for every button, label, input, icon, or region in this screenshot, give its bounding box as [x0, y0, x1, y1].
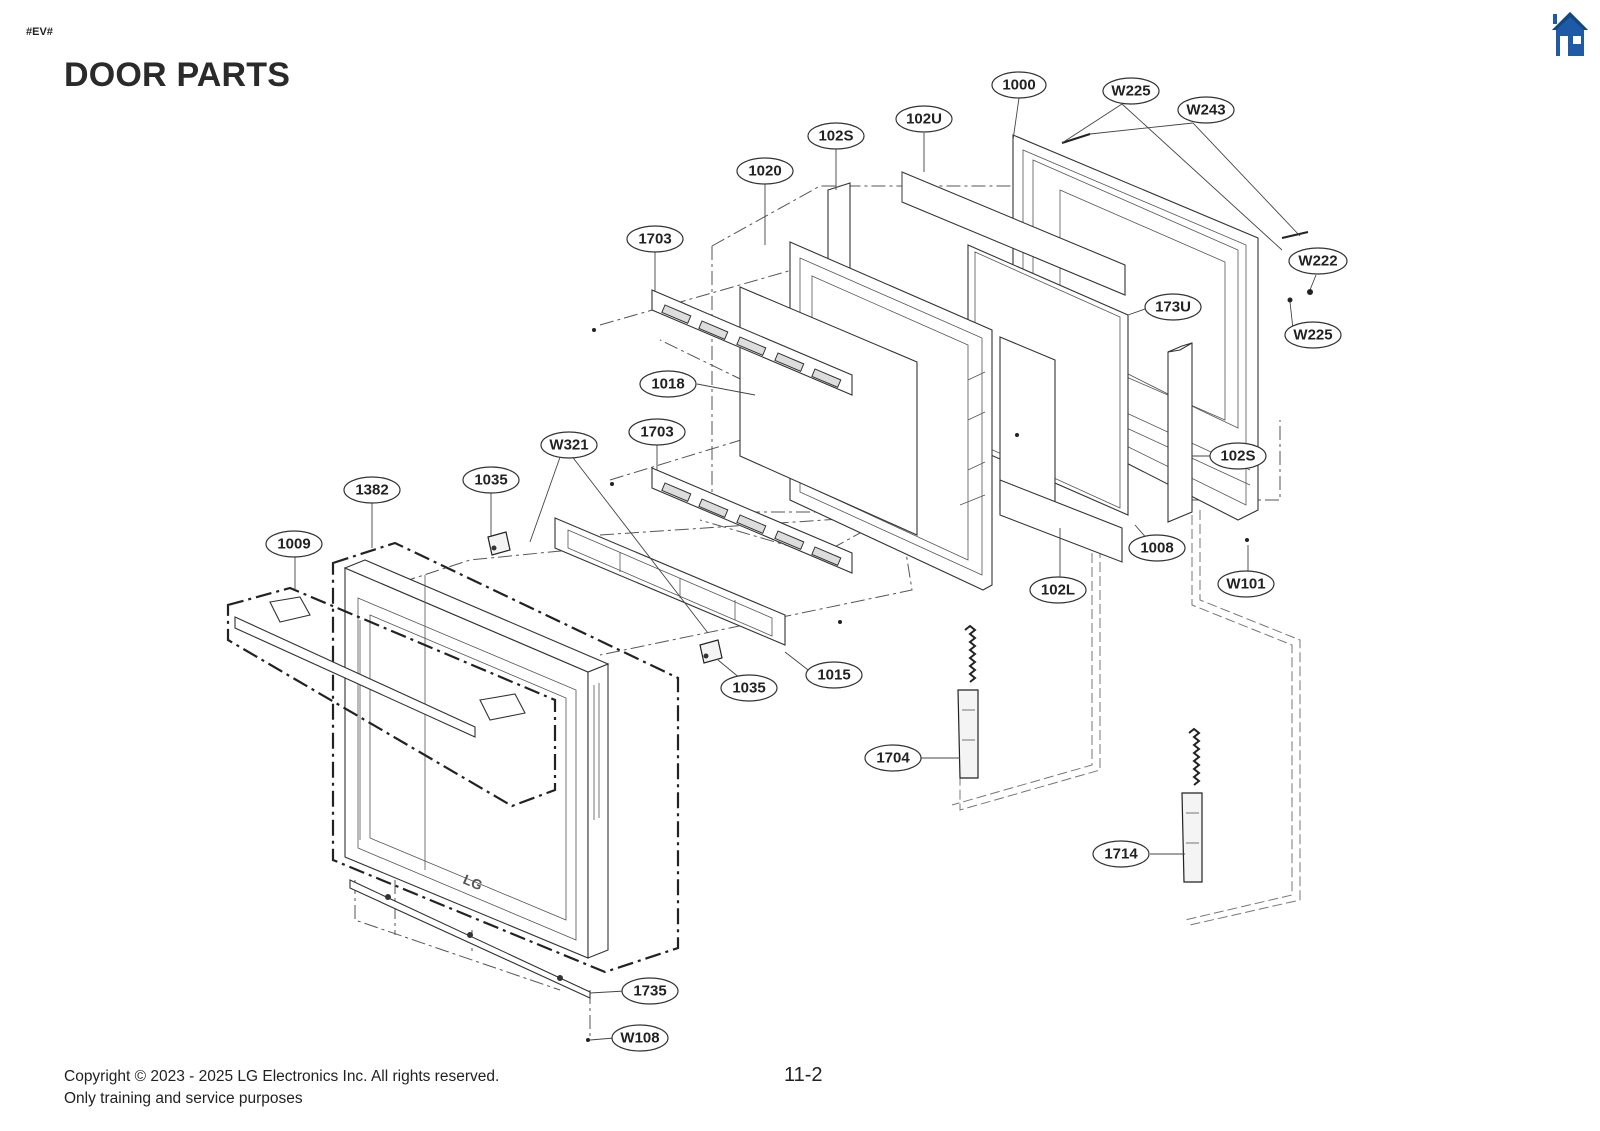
door-handle-1009 — [226, 586, 557, 808]
callout-1008: 1008 — [1128, 534, 1186, 562]
page-number: 11-2 — [784, 1064, 823, 1086]
svg-text:W321: W321 — [549, 437, 588, 454]
callout-1015: 1015 — [805, 661, 863, 689]
callout-W243: W243 — [1177, 96, 1235, 124]
hinge-bracket-1035-upper — [487, 531, 511, 556]
home-icon — [1552, 12, 1588, 56]
svg-text:1008: 1008 — [1140, 540, 1173, 557]
svg-text:W222: W222 — [1298, 253, 1337, 270]
callout-1020: 1020 — [736, 157, 794, 185]
svg-text:1703: 1703 — [638, 231, 671, 248]
vent-duct-1015 — [554, 517, 786, 646]
home-button[interactable] — [1550, 10, 1590, 58]
svg-text:1009: 1009 — [277, 536, 310, 553]
svg-text:1020: 1020 — [748, 163, 781, 180]
copyright-text: Copyright © 2023 - 2025 LG Electronics I… — [64, 1068, 500, 1085]
svg-text:1015: 1015 — [817, 667, 850, 684]
svg-text:1714: 1714 — [1104, 846, 1138, 863]
callout-W222: W222 — [1288, 247, 1348, 275]
document-tag: #EV# — [26, 26, 53, 38]
bracket-1703-lower — [651, 467, 853, 574]
svg-text:W108: W108 — [620, 1030, 659, 1047]
callout-102S-right: 102S — [1209, 442, 1267, 470]
svg-text:173U: 173U — [1155, 299, 1191, 316]
callout-W108: W108 — [611, 1024, 669, 1052]
insulation-side-right — [1167, 342, 1193, 523]
callout-W225-right: W225 — [1284, 321, 1342, 349]
callout-W225-top: W225 — [1102, 77, 1160, 105]
callout-W321: W321 — [540, 431, 598, 459]
svg-text:102L: 102L — [1041, 582, 1075, 599]
bottom-trim-1735 — [349, 879, 591, 999]
svg-text:1703: 1703 — [640, 424, 673, 441]
svg-text:102S: 102S — [1220, 448, 1255, 465]
callout-1704: 1704 — [864, 744, 922, 772]
svg-text:1000: 1000 — [1002, 77, 1035, 94]
callout-173U: 173U — [1144, 293, 1202, 321]
callout-1009: 1009 — [265, 530, 323, 558]
bracket-1703-upper — [651, 289, 853, 396]
svg-text:1035: 1035 — [732, 680, 765, 697]
callout-1703-upper: 1703 — [626, 225, 684, 253]
callout-1000: 1000 — [991, 71, 1047, 99]
leader-lines — [294, 97, 1317, 1041]
door-logo: LG — [461, 871, 485, 893]
svg-text:W101: W101 — [1226, 576, 1265, 593]
insulation-top — [901, 171, 1126, 296]
svg-text:1035: 1035 — [474, 472, 507, 489]
svg-text:W225: W225 — [1293, 327, 1332, 344]
callout-1382: 1382 — [343, 476, 401, 504]
callout-102S-top: 102S — [807, 122, 865, 150]
svg-text:102U: 102U — [906, 111, 942, 128]
callout-102L: 102L — [1029, 576, 1087, 604]
svg-text:1704: 1704 — [876, 750, 910, 767]
page-title: DOOR PARTS — [64, 56, 291, 94]
callout-102U: 102U — [895, 105, 953, 133]
svg-text:1018: 1018 — [651, 376, 684, 393]
screws — [586, 133, 1313, 1042]
door-hinge-1704 — [957, 624, 979, 779]
callout-W101: W101 — [1217, 570, 1275, 598]
callout-1703-lower: 1703 — [628, 418, 686, 446]
door-hinge-1714 — [1181, 727, 1203, 883]
svg-text:1735: 1735 — [633, 983, 666, 1000]
callout-1035-lower: 1035 — [720, 674, 778, 702]
callout-1035-upper: 1035 — [462, 466, 520, 494]
callout-1714: 1714 — [1092, 840, 1150, 868]
usage-note: Only training and service purposes — [64, 1090, 303, 1107]
svg-text:102S: 102S — [818, 128, 853, 145]
insulation-bottom — [999, 479, 1123, 563]
svg-text:1382: 1382 — [355, 482, 388, 499]
outer-door-1382 — [331, 541, 680, 974]
hinge-bracket-1035-lower — [699, 639, 723, 664]
callout-1735: 1735 — [621, 977, 679, 1005]
svg-text:W225: W225 — [1111, 83, 1150, 100]
callout-1018: 1018 — [639, 370, 697, 398]
svg-text:W243: W243 — [1186, 102, 1225, 119]
